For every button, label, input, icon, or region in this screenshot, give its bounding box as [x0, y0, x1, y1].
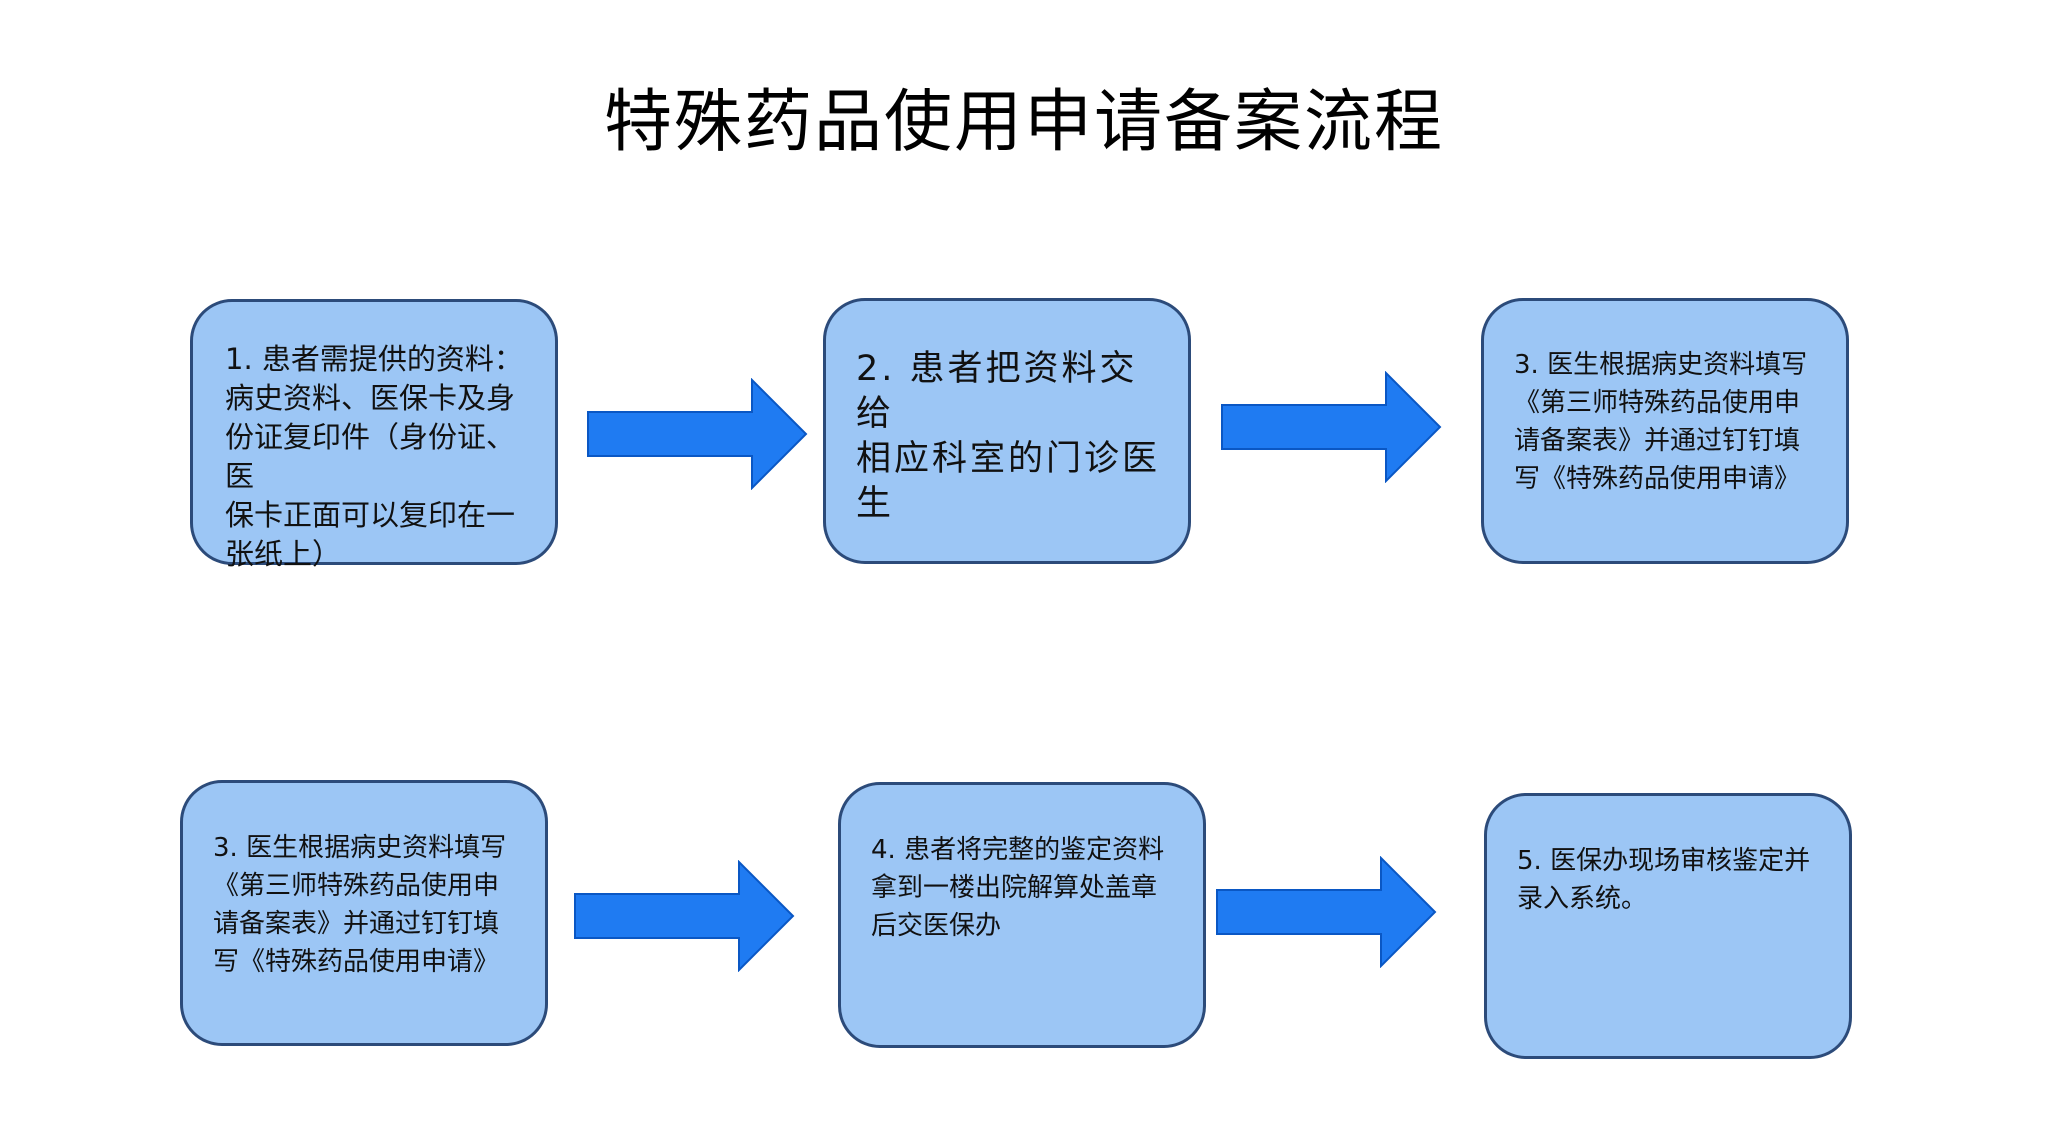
step-3-repeat-text: 3. 医生根据病史资料填写 《第三师特殊药品使用申 请备案表》并通过钉钉填 写《…	[213, 833, 507, 977]
step-1-box: 1. 患者需提供的资料： 病史资料、医保卡及身 份证复印件（身份证、医 保卡正面…	[190, 299, 558, 571]
step-1-text: 1. 患者需提供的资料： 病史资料、医保卡及身 份证复印件（身份证、医 保卡正面…	[225, 342, 523, 571]
arrow-shape	[574, 860, 795, 972]
step-4-box: 4. 患者将完整的鉴定资料 拿到一楼出院解算处盖章 后交医保办	[838, 782, 1206, 1048]
step-2-text: 2. 患者把资料交给 相应科室的门诊医 生	[856, 349, 1161, 524]
arrow-shape	[1221, 371, 1442, 483]
step-3-box: 3. 医生根据病史资料填写 《第三师特殊药品使用申 请备案表》并通过钉钉填 写《…	[1481, 298, 1849, 564]
arrow-shape	[1216, 856, 1437, 968]
right-arrow-icon	[574, 860, 795, 972]
right-arrow-icon	[587, 378, 808, 490]
arrow-shape	[587, 378, 808, 490]
step-3-repeat-box: 3. 医生根据病史资料填写 《第三师特殊药品使用申 请备案表》并通过钉钉填 写《…	[180, 780, 548, 1046]
step-5-text: 5. 医保办现场审核鉴定并 录入系统。	[1517, 846, 1811, 914]
step-4-text: 4. 患者将完整的鉴定资料 拿到一楼出院解算处盖章 后交医保办	[871, 835, 1165, 941]
page-title: 特殊药品使用申请备案流程	[603, 83, 1444, 162]
step-2-box: 2. 患者把资料交给 相应科室的门诊医 生	[823, 298, 1191, 564]
right-arrow-icon	[1216, 856, 1437, 968]
step-5-box: 5. 医保办现场审核鉴定并 录入系统。	[1484, 793, 1852, 1059]
step-3-text: 3. 医生根据病史资料填写 《第三师特殊药品使用申 请备案表》并通过钉钉填 写《…	[1514, 350, 1808, 494]
right-arrow-icon	[1221, 371, 1442, 483]
